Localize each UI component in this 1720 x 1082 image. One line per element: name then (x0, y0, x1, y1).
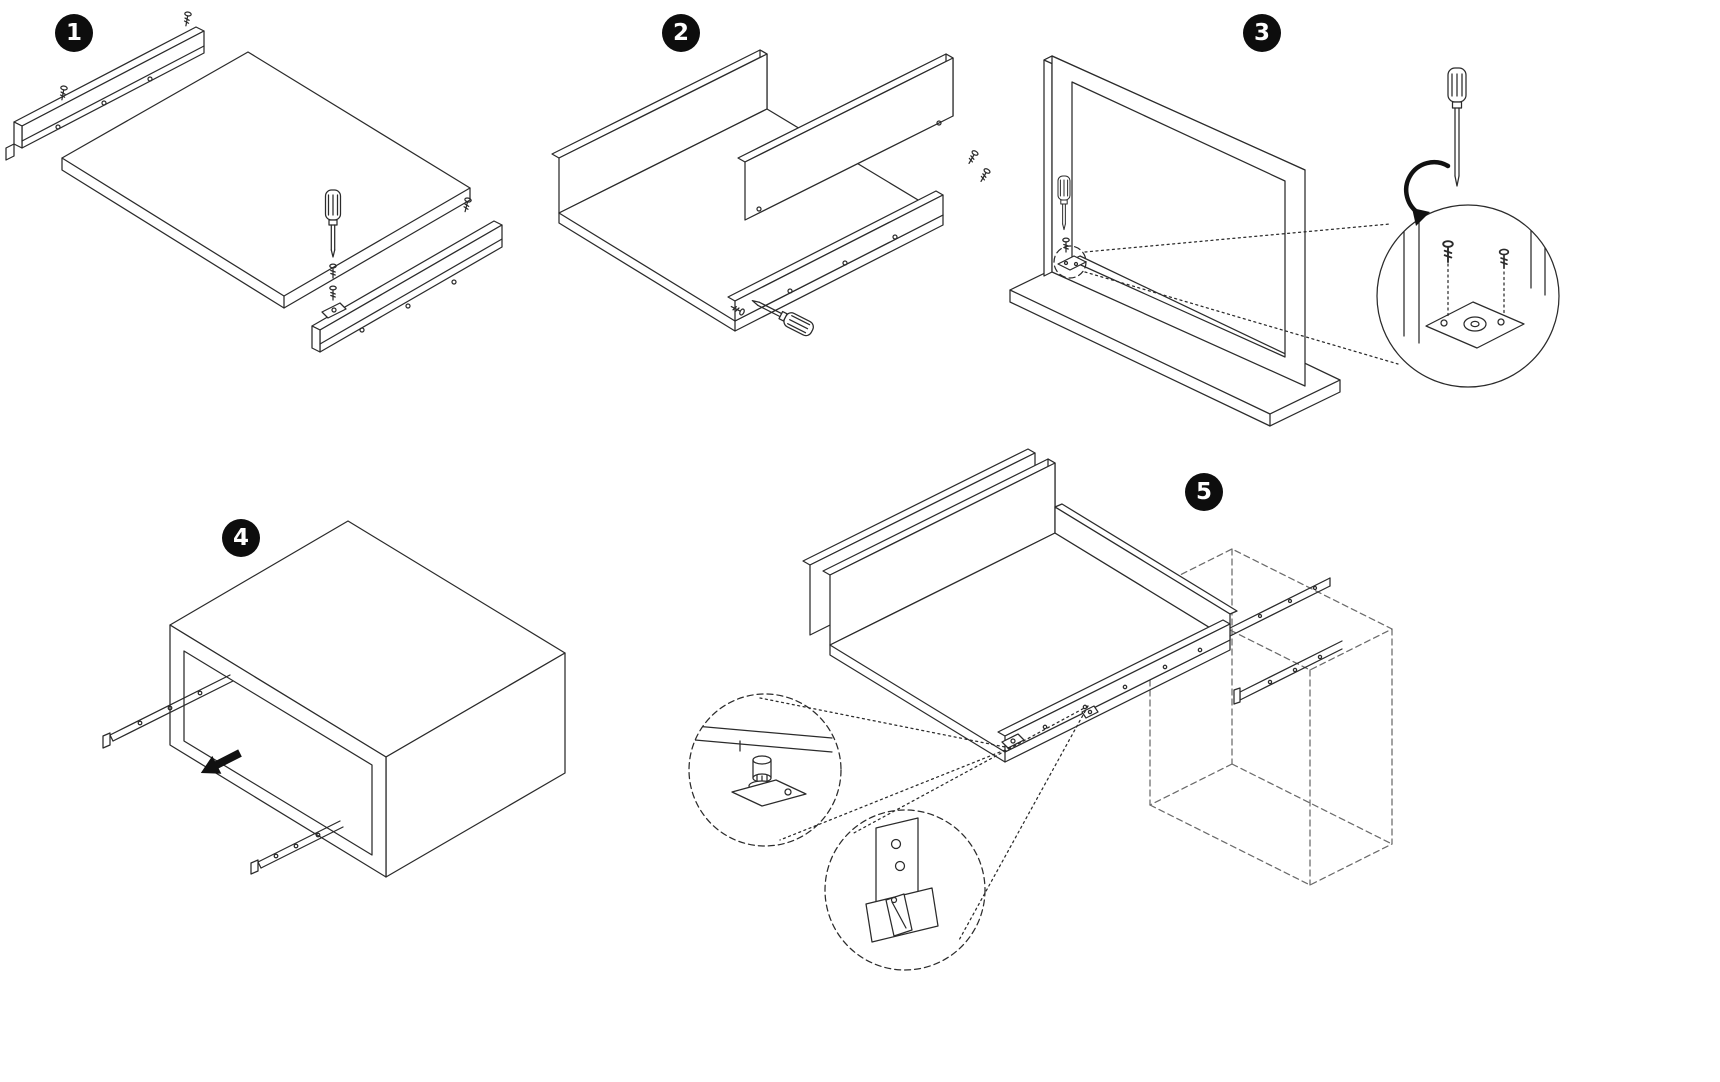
latch-lever-detail (865, 817, 939, 943)
step-5-badge: 5 (1185, 473, 1223, 511)
screw-icon (59, 85, 68, 101)
slide-end-detail (694, 725, 833, 807)
front-bracket (1001, 733, 1025, 749)
step-3-illustration (1009, 55, 1560, 427)
screwdriver-icon (751, 299, 814, 337)
step-2-illustration (551, 49, 991, 337)
step-4-badge: 4 (222, 519, 260, 557)
step-4-illustration (102, 520, 566, 878)
cabinet-box (169, 520, 566, 878)
screw-icon (183, 11, 192, 27)
screw-icon (968, 150, 979, 165)
callout-leader (1084, 271, 1399, 365)
slide-rail-upper (102, 674, 234, 749)
screw-icon (329, 285, 337, 301)
callout-circle-small (1053, 245, 1087, 279)
slide-rail-lower (250, 820, 344, 875)
rotation-arrow-icon (1404, 160, 1451, 226)
callout-circle-latch (824, 809, 986, 971)
screw-icon (463, 197, 472, 213)
callout-leader (957, 705, 1089, 943)
drawer-bottom-panel (61, 51, 471, 309)
drawer-side-wall (551, 49, 768, 214)
step-1-illustration (5, 11, 503, 353)
cabinet-frame (1043, 55, 1306, 387)
screwdriver-icon (1057, 175, 1071, 231)
callout-circle-large (1376, 204, 1560, 388)
screw-icon (329, 263, 337, 279)
drawer-slide-rail (997, 577, 1331, 753)
step-3-badge: 3 (1243, 14, 1281, 52)
slide-rail-front (311, 220, 503, 353)
screw-icon (980, 168, 991, 183)
step-2-badge: 2 (662, 14, 700, 52)
callout-circle-slide-end (688, 693, 842, 847)
bracket-detail (1403, 208, 1546, 349)
screwdriver-icon (324, 189, 342, 258)
step-1-badge: 1 (55, 14, 93, 52)
arrow-icon (200, 749, 242, 774)
screwdriver-icon (1447, 67, 1467, 187)
slide-rail-back (5, 26, 205, 161)
callout-leader (851, 705, 1089, 835)
screw-icon (730, 305, 745, 316)
step-5-illustration (688, 448, 1393, 971)
callout-leader (759, 697, 1011, 749)
cabinet-slide-rail (1233, 640, 1343, 705)
back-panel (737, 53, 954, 221)
drawer-side-wall (822, 458, 1056, 646)
latch-marker (1081, 705, 1099, 719)
drawer-back-wall (1054, 503, 1238, 641)
callout-leader (1084, 223, 1391, 253)
